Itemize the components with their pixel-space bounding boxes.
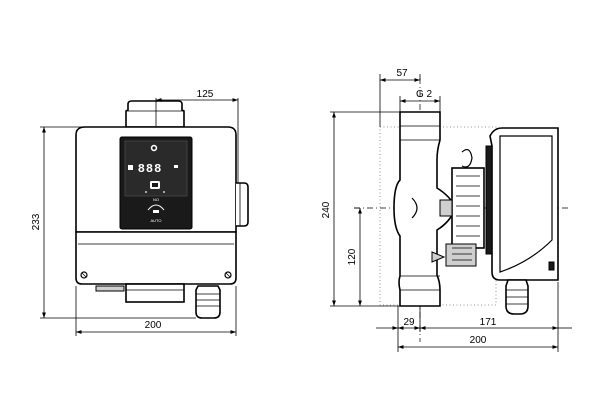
front-cable-gland	[195, 285, 221, 319]
signal-icon	[147, 204, 165, 211]
front-side-port	[236, 182, 249, 227]
dim-label-200-front: 200	[145, 320, 162, 331]
side-pump-housing	[393, 111, 457, 307]
screw-left-icon	[80, 271, 88, 279]
thread-label: G 2	[416, 89, 433, 100]
dim-label-29: 29	[403, 317, 415, 328]
front-bottom-port	[125, 283, 185, 303]
dim-label-240: 240	[321, 201, 332, 218]
dim-label-233: 233	[31, 213, 42, 230]
dim-label-200-side: 200	[470, 335, 487, 346]
front-top-port	[125, 100, 185, 128]
screw-right-icon	[224, 271, 232, 279]
dim-label-125: 125	[197, 89, 214, 100]
side-view: 57 G 2 240 120 29 171 200	[321, 68, 572, 352]
dim-label-57: 57	[396, 68, 408, 79]
front-view: 888 NO AUTO 125 233	[31, 89, 249, 336]
front-terminal-box	[75, 231, 237, 285]
side-control-box	[489, 127, 559, 281]
panel-line-1: NO	[153, 197, 159, 202]
rotor-coil	[461, 148, 473, 168]
panel-display: 888	[138, 162, 163, 176]
dim-label-171: 171	[480, 317, 497, 328]
dim-label-120: 120	[347, 248, 358, 265]
connector-block	[445, 243, 477, 267]
panel-line-2: AUTO	[150, 218, 161, 223]
